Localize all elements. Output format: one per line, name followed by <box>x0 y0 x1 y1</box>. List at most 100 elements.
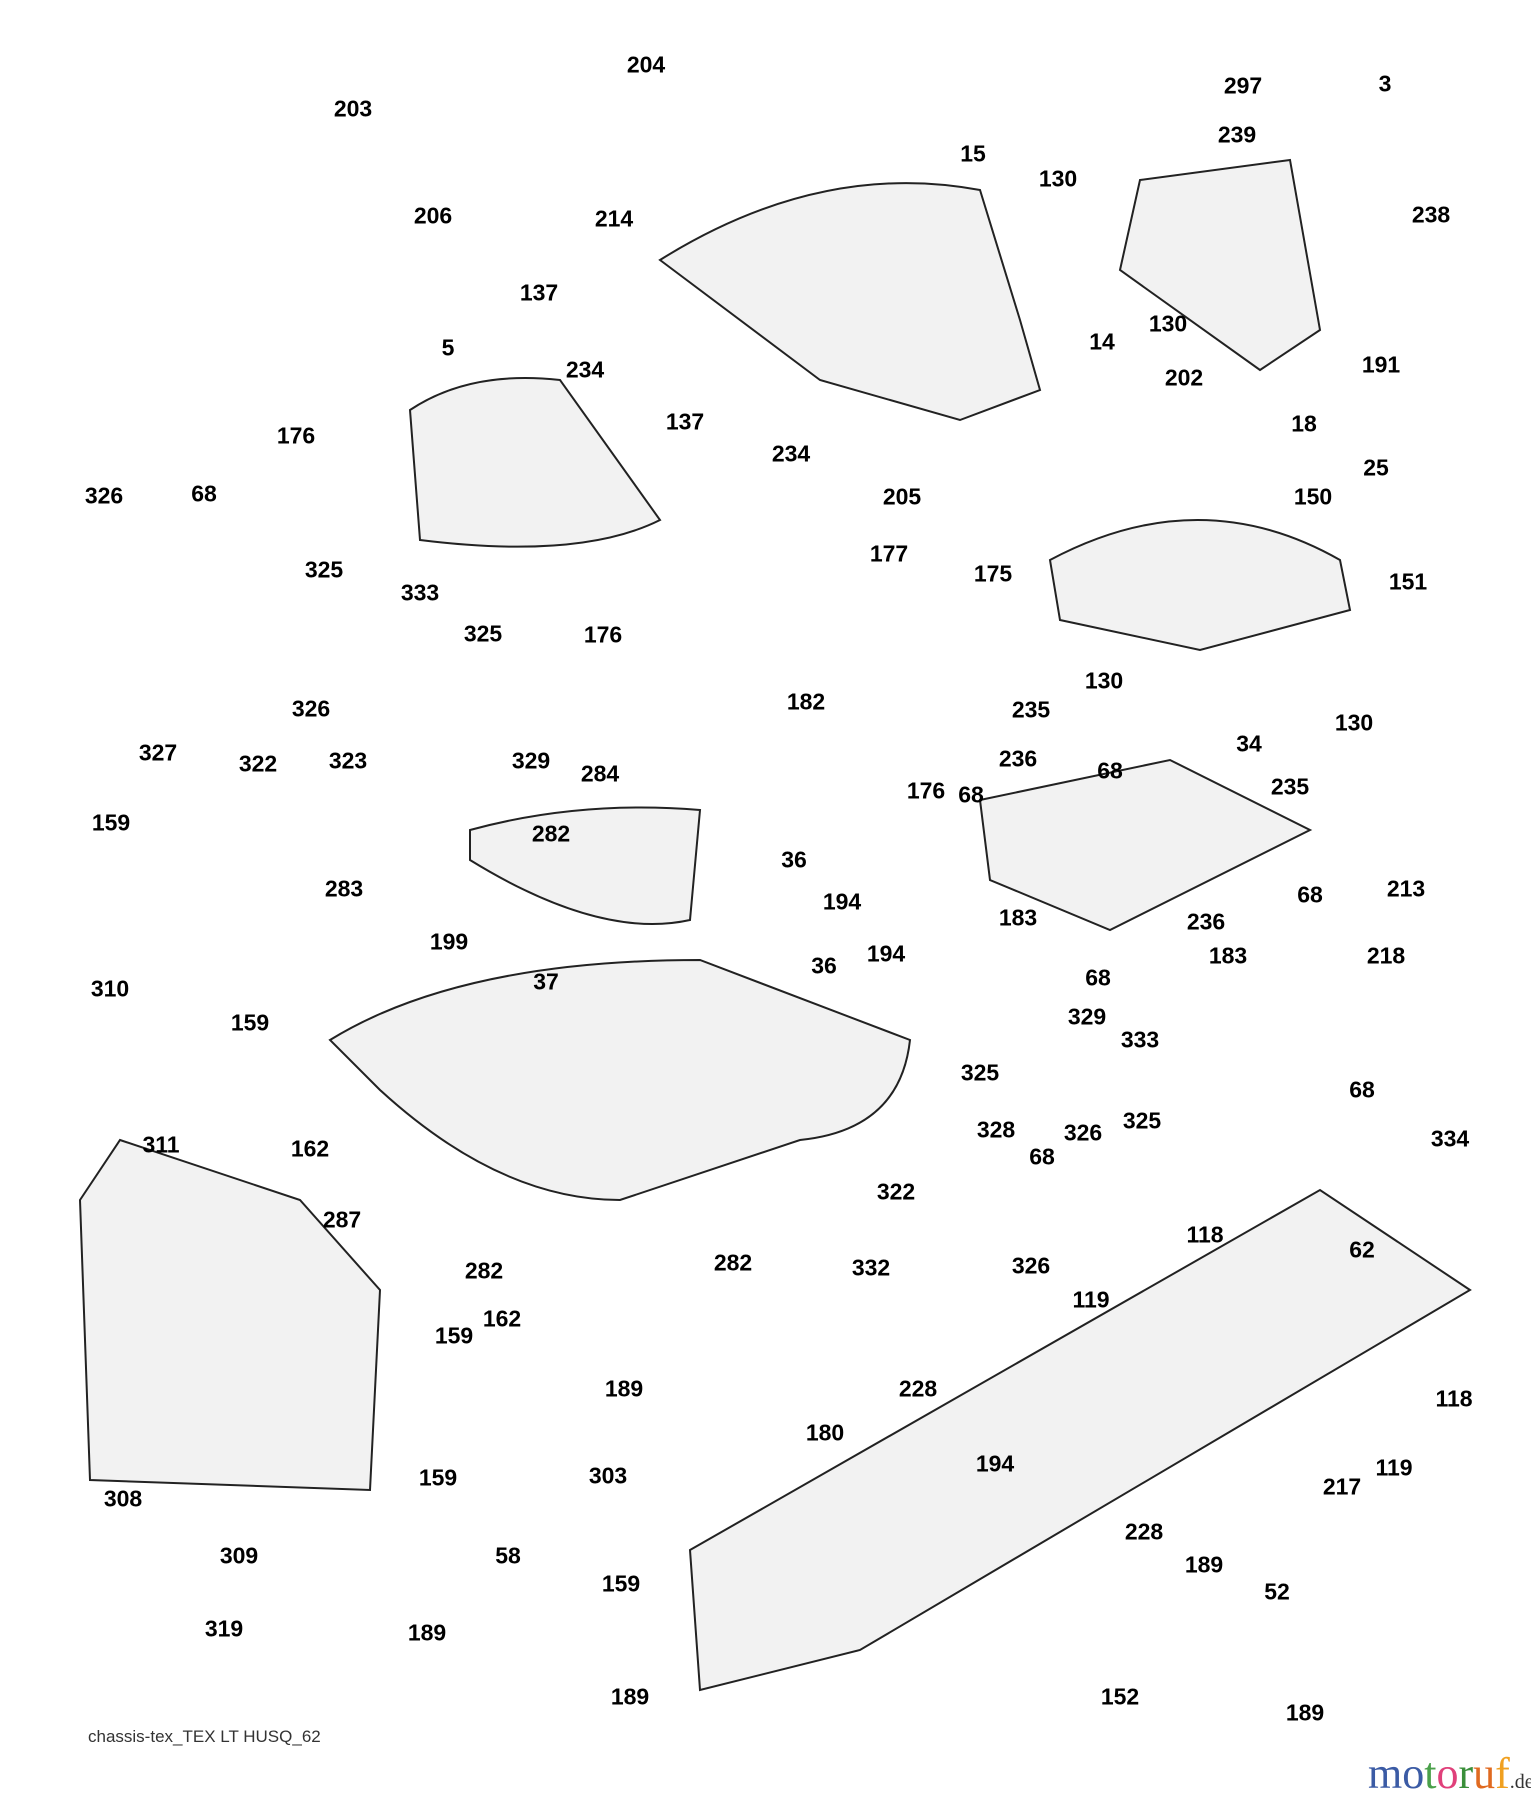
part-number-label: 309 <box>219 1542 259 1569</box>
part-number-label: 152 <box>1100 1683 1140 1710</box>
part-number-label: 310 <box>90 975 130 1002</box>
part-number-label: 234 <box>771 440 811 467</box>
part-number-label: 18 <box>1291 410 1317 437</box>
part-number-label: 68 <box>1297 881 1323 908</box>
part-number-label: 189 <box>1184 1551 1224 1578</box>
part-number-label: 3 <box>1378 70 1392 97</box>
part-number-label: 189 <box>407 1619 447 1646</box>
part-number-label: 36 <box>811 952 837 979</box>
part-number-label: 130 <box>1148 310 1188 337</box>
part-number-label: 325 <box>463 620 503 647</box>
part-number-label: 214 <box>594 205 634 232</box>
part-number-label: 228 <box>898 1375 938 1402</box>
part-number-label: 130 <box>1038 165 1078 192</box>
part-number-label: 282 <box>713 1249 753 1276</box>
part-number-label: 282 <box>464 1257 504 1284</box>
part-number-label: 159 <box>230 1009 270 1036</box>
part-number-label: 159 <box>601 1570 641 1597</box>
part-number-label: 327 <box>138 739 178 766</box>
part-number-label: 311 <box>142 1131 180 1158</box>
part-number-label: 68 <box>958 781 984 808</box>
part-number-label: 334 <box>1430 1125 1470 1152</box>
part-number-label: 333 <box>1120 1026 1160 1053</box>
part-number-label: 159 <box>434 1322 474 1349</box>
part-number-label: 68 <box>191 480 217 507</box>
part-number-label: 130 <box>1334 709 1374 736</box>
part-number-label: 206 <box>413 202 453 229</box>
part-number-label: 182 <box>786 688 826 715</box>
mounting-plate-part <box>978 758 1313 932</box>
part-number-label: 213 <box>1386 875 1426 902</box>
part-number-label: 325 <box>1122 1107 1162 1134</box>
part-number-label: 15 <box>960 140 986 167</box>
part-number-label: 162 <box>290 1135 330 1162</box>
part-number-label: 68 <box>1097 757 1123 784</box>
part-number-label: 5 <box>441 334 455 361</box>
part-number-label: 37 <box>533 968 559 995</box>
part-number-label: 238 <box>1411 201 1451 228</box>
part-number-label: 189 <box>610 1683 650 1710</box>
part-number-label: 283 <box>324 875 364 902</box>
part-number-label: 199 <box>429 928 469 955</box>
part-number-label: 68 <box>1349 1076 1375 1103</box>
part-number-label: 62 <box>1349 1236 1375 1263</box>
rear-hood-part <box>1118 158 1322 372</box>
part-number-label: 137 <box>519 279 559 306</box>
part-number-label: 323 <box>328 747 368 774</box>
part-number-label: 151 <box>1388 568 1428 595</box>
part-number-label: 191 <box>1361 351 1401 378</box>
grille-part <box>78 1138 382 1492</box>
part-number-label: 14 <box>1089 328 1115 355</box>
part-number-label: 326 <box>84 482 124 509</box>
part-number-label: 326 <box>1011 1252 1051 1279</box>
part-number-label: 150 <box>1293 483 1333 510</box>
part-number-label: 118 <box>1435 1385 1473 1412</box>
part-number-label: 297 <box>1223 72 1263 99</box>
part-number-label: 332 <box>851 1254 891 1281</box>
part-number-label: 236 <box>1186 908 1226 935</box>
part-number-label: 325 <box>960 1059 1000 1086</box>
part-number-label: 329 <box>511 747 551 774</box>
part-number-label: 204 <box>626 51 666 78</box>
part-number-label: 202 <box>1164 364 1204 391</box>
part-number-label: 34 <box>1236 730 1262 757</box>
watermark-logo: motoruf.de <box>1368 1749 1531 1798</box>
part-number-label: 175 <box>973 560 1013 587</box>
part-number-label: 217 <box>1322 1473 1362 1500</box>
part-number-label: 119 <box>1375 1454 1413 1481</box>
part-number-label: 236 <box>998 745 1038 772</box>
part-number-label: 284 <box>580 760 620 787</box>
part-number-label: 194 <box>822 888 862 915</box>
part-number-label: 303 <box>588 1462 628 1489</box>
hood-part <box>658 182 1042 422</box>
part-number-label: 203 <box>333 95 373 122</box>
part-number-label: 322 <box>876 1178 916 1205</box>
part-number-label: 183 <box>1208 942 1248 969</box>
diagram-footer: chassis-tex_TEX LT HUSQ_62 <box>88 1727 321 1746</box>
fender-part <box>328 958 912 1202</box>
part-number-label: 118 <box>1186 1221 1224 1248</box>
part-number-label: 176 <box>583 621 623 648</box>
part-number-label: 180 <box>805 1419 845 1446</box>
part-number-label: 218 <box>1366 942 1406 969</box>
part-number-label: 159 <box>91 809 131 836</box>
part-number-label: 326 <box>1063 1119 1103 1146</box>
seat-pan-part <box>469 806 702 925</box>
part-number-label: 183 <box>998 904 1038 931</box>
part-number-label: 322 <box>238 750 278 777</box>
part-number-label: 177 <box>869 540 909 567</box>
part-number-label: 234 <box>565 356 605 383</box>
part-number-label: 325 <box>304 556 344 583</box>
part-number-label: 319 <box>204 1615 244 1642</box>
frame-rail-part <box>688 1188 1472 1692</box>
part-number-label: 119 <box>1072 1286 1110 1313</box>
part-number-label: 326 <box>291 695 331 722</box>
dash-panel-part <box>408 377 662 548</box>
part-number-label: 68 <box>1085 964 1111 991</box>
part-number-label: 239 <box>1217 121 1257 148</box>
part-number-label: 194 <box>975 1450 1015 1477</box>
part-number-label: 189 <box>604 1375 644 1402</box>
part-number-label: 25 <box>1363 454 1389 481</box>
